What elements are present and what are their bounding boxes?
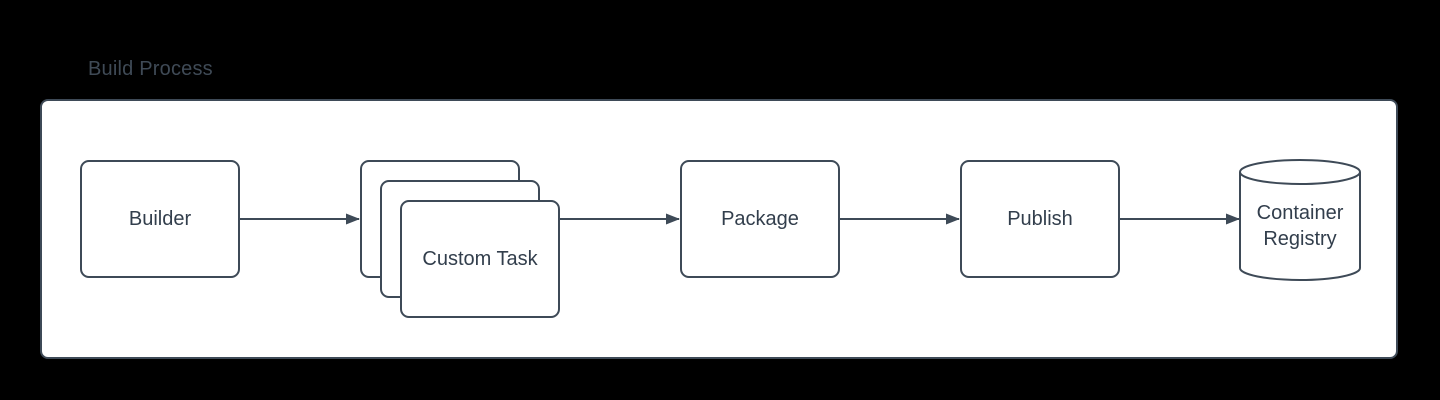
node-container-registry: Container Registry — [1239, 159, 1361, 281]
node-custom-task-label: Custom Task — [422, 248, 538, 270]
node-container-registry-label: Container Registry — [1256, 202, 1344, 250]
node-package-label: Package — [721, 208, 799, 230]
node-publish: Publish — [960, 160, 1120, 278]
diagram-title: Build Process — [88, 58, 213, 80]
node-builder-label: Builder — [128, 208, 192, 230]
node-custom-task: Custom Task — [400, 200, 560, 318]
node-builder: Builder — [80, 160, 240, 278]
node-package: Package — [680, 160, 840, 278]
node-publish-label: Publish — [1007, 208, 1073, 230]
cylinder-icon — [1239, 159, 1361, 281]
